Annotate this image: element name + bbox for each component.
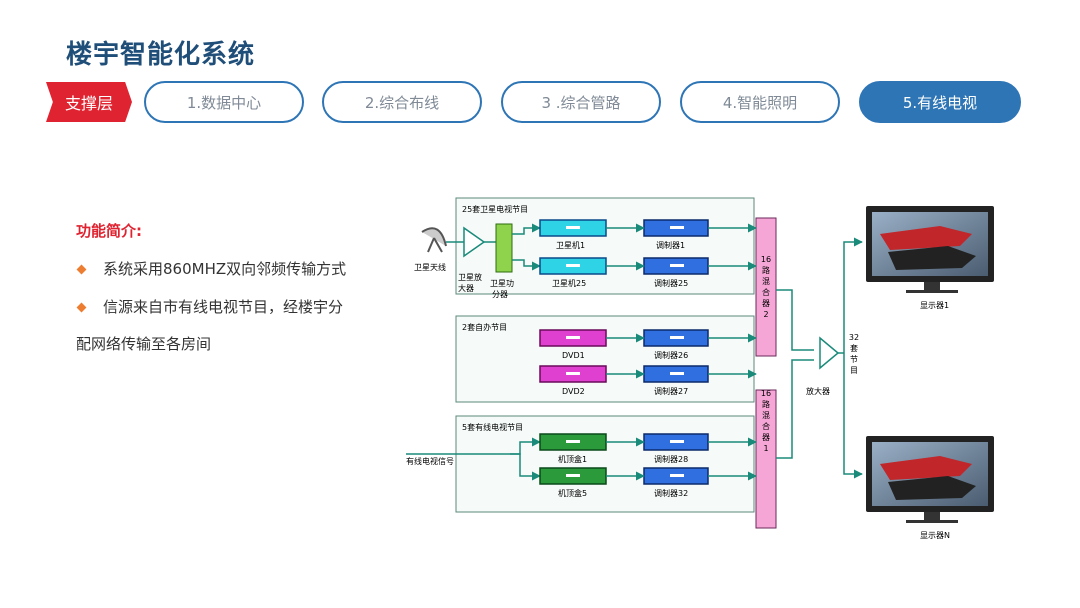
- modulator-25: [643, 257, 709, 275]
- page-title: 楼宇智能化系统: [66, 40, 256, 70]
- display-1-label: 显示器1: [920, 301, 949, 310]
- stb1-label: 机顶盒1: [558, 454, 587, 464]
- tab-lighting[interactable]: 4.智能照明: [680, 81, 840, 123]
- satellite-splitter: [495, 223, 513, 273]
- tab-pipeline[interactable]: 3 .综合管路: [501, 81, 661, 123]
- dvd-player-1: [539, 329, 607, 347]
- modulator-26-label: 调制器26: [654, 350, 688, 360]
- receiver-25-label: 卫星机25: [552, 278, 586, 288]
- bullet-text: 信源来自市有线电视节目，经楼宇分: [103, 298, 344, 316]
- group-cable-box: [455, 415, 755, 513]
- modulator-1: [643, 219, 709, 237]
- dvd-player-2: [539, 365, 607, 383]
- group-satellite-label: 25套卫星电视节目: [462, 204, 528, 214]
- dvd2-label: DVD2: [562, 387, 585, 396]
- group-cable-label: 5套有线电视节目: [462, 422, 523, 432]
- antenna-label: 卫星天线: [414, 262, 446, 272]
- mixer-1: [755, 389, 777, 529]
- layer-tag: 支撑层: [46, 82, 132, 122]
- satellite-antenna-icon: [421, 227, 447, 253]
- satellite-amplifier-label: 卫星放大器: [458, 272, 482, 293]
- group-local-label: 2套自办节目: [462, 322, 507, 332]
- stb5-label: 机顶盒5: [558, 488, 587, 498]
- tab-data-center[interactable]: 1.数据中心: [144, 81, 304, 123]
- splitter-label: 卫星功分器: [490, 278, 514, 299]
- bullet-icon: [76, 264, 87, 275]
- display-1-icon: [866, 206, 994, 293]
- tab-cabling[interactable]: 2.综合布线: [322, 81, 482, 123]
- set-top-box-1: [539, 433, 607, 451]
- set-top-box-5: [539, 467, 607, 485]
- tab-cable-tv[interactable]: 5.有线电视: [859, 81, 1021, 123]
- modulator-27-label: 调制器27: [654, 386, 688, 396]
- amplifier-label: 放大器: [806, 386, 830, 396]
- modulator-28: [643, 433, 709, 451]
- display-n-label: 显示器N: [920, 531, 950, 540]
- modulator-27: [643, 365, 709, 383]
- bullet-icon: [76, 302, 87, 313]
- receiver-1-label: 卫星机1: [556, 240, 585, 250]
- output-amplifier-icon: [819, 336, 840, 370]
- cable-input-label: 有线电视信号: [406, 456, 454, 466]
- modulator-1-label: 调制器1: [656, 240, 685, 250]
- features-heading: 功能简介:: [76, 222, 142, 240]
- modulator-25-label: 调制器25: [654, 278, 688, 288]
- feature-bullet: 系统采用860MHZ双向邻频传输方式: [76, 258, 347, 279]
- modulator-28-label: 调制器28: [654, 454, 688, 464]
- cable-tv-diagram: 25套卫星电视节目 2套自办节目 5套有线电视节目 卫星天线 卫星放大器 卫星功…: [400, 190, 1010, 550]
- mixer-2: [755, 217, 777, 357]
- feature-continuation: 配网络传输至各房间: [76, 335, 212, 353]
- bullet-text: 系统采用860MHZ双向邻频传输方式: [103, 260, 347, 278]
- modulator-26: [643, 329, 709, 347]
- modulator-32: [643, 467, 709, 485]
- feature-bullet: 信源来自市有线电视节目，经楼宇分: [76, 296, 344, 317]
- dvd1-label: DVD1: [562, 351, 585, 360]
- satellite-amplifier-icon: [463, 226, 486, 258]
- modulator-32-label: 调制器32: [654, 488, 688, 498]
- display-n-icon: [866, 436, 994, 523]
